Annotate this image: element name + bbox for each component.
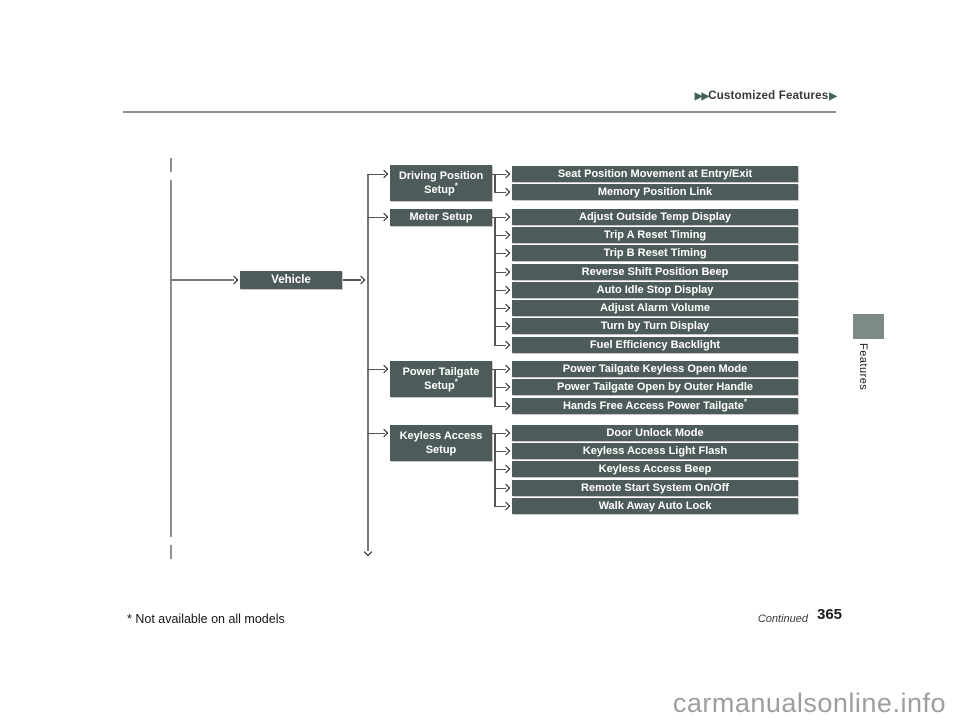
arrow-icon: ▶ — [829, 91, 837, 102]
arrow-right-icon — [501, 382, 511, 392]
connector-line — [494, 325, 506, 327]
menu-item-box: Hands Free Access Power Tailgate* — [512, 398, 798, 414]
section-box-meter-setup: Meter Setup — [390, 209, 492, 226]
menu-item-box: Auto Idle Stop Display — [512, 282, 798, 298]
menu-item-box: Keyless Access Beep — [512, 461, 798, 477]
connector-line — [492, 173, 506, 175]
arrow-right-icon — [501, 187, 511, 197]
arrow-right-icon — [501, 464, 511, 474]
arrow-right-icon — [379, 169, 389, 179]
menu-item-box: Turn by Turn Display — [512, 318, 798, 334]
page-number: 365 — [817, 606, 843, 623]
footnote: * Not available on all models — [127, 612, 285, 626]
menu-item-box: Adjust Outside Temp Display — [512, 209, 798, 225]
connector-line — [367, 173, 385, 175]
connector-line — [170, 279, 234, 281]
menu-item-box: Power Tailgate Open by Outer Handle — [512, 379, 798, 395]
arrow-right-icon — [379, 212, 389, 222]
arrow-right-icon — [356, 275, 366, 285]
connector-line — [367, 432, 385, 434]
menu-item-box: Walk Away Auto Lock — [512, 498, 798, 514]
arrow-right-icon — [501, 501, 511, 511]
connector-line — [492, 432, 506, 434]
connector-line — [494, 217, 496, 345]
connector-line — [494, 252, 506, 254]
arrow-right-icon — [229, 275, 239, 285]
arrow-right-icon — [501, 428, 511, 438]
arrow-right-icon — [501, 321, 511, 331]
connector-line — [492, 216, 506, 218]
menu-item-box: Seat Position Movement at Entry/Exit — [512, 166, 798, 182]
arrow-right-icon — [379, 364, 389, 374]
connector-line — [494, 487, 506, 489]
menu-item-box: Remote Start System On/Off — [512, 480, 798, 496]
connector-line — [494, 450, 506, 452]
arrow-right-icon — [501, 267, 511, 277]
arrow-right-icon — [501, 169, 511, 179]
section-box-driving-position-setup: Driving Position Setup* — [390, 165, 492, 201]
arrow-right-icon — [501, 248, 511, 258]
connector-line — [494, 191, 506, 193]
connector-line — [494, 405, 506, 407]
page-header: ▶▶Customized Features▶ — [694, 90, 837, 102]
arrow-down-icon — [363, 547, 373, 557]
double-arrow-icon: ▶▶ — [694, 91, 709, 102]
arrow-right-icon — [501, 212, 511, 222]
menu-item-box: Power Tailgate Keyless Open Mode — [512, 361, 798, 377]
connector-line — [367, 368, 385, 370]
chapter-tab-label: Features — [857, 343, 869, 391]
connector-line — [494, 234, 506, 236]
connector-line — [494, 174, 496, 193]
connector-line — [170, 180, 172, 537]
menu-item-box: Trip B Reset Timing — [512, 245, 798, 261]
menu-item-box: Keyless Access Light Flash — [512, 443, 798, 459]
arrow-right-icon — [501, 364, 511, 374]
menu-item-box: Memory Position Link — [512, 184, 798, 200]
menu-item-box: Adjust Alarm Volume — [512, 300, 798, 316]
section-box-keyless-access-setup: Keyless Access Setup — [390, 425, 492, 461]
arrow-right-icon — [501, 401, 511, 411]
connector-line — [170, 545, 172, 559]
arrow-right-icon — [501, 285, 511, 295]
connector-line — [494, 271, 506, 273]
arrow-right-icon — [501, 303, 511, 313]
connector-line — [367, 174, 369, 551]
menu-item-box: Trip A Reset Timing — [512, 227, 798, 243]
menu-item-box: Fuel Efficiency Backlight — [512, 337, 798, 353]
connector-line — [170, 158, 172, 172]
arrow-right-icon — [501, 340, 511, 350]
header-title: Customized Features — [708, 90, 829, 102]
arrow-right-icon — [379, 428, 389, 438]
continued-label: Continued — [757, 613, 808, 625]
connector-line — [494, 344, 506, 346]
watermark: carmanualsonline.info — [672, 688, 946, 718]
connector-line — [494, 307, 506, 309]
arrow-right-icon — [501, 483, 511, 493]
vehicle-box: Vehicle — [240, 271, 342, 289]
connector-line — [494, 468, 506, 470]
connector-line — [494, 289, 506, 291]
section-box-power-tailgate-setup: Power Tailgate Setup* — [390, 361, 492, 397]
chapter-tab-marker — [853, 314, 884, 339]
arrow-right-icon — [501, 446, 511, 456]
connector-line — [367, 216, 385, 218]
header-rule — [123, 111, 836, 113]
connector-line — [343, 279, 361, 281]
connector-line — [494, 386, 506, 388]
connector-line — [492, 368, 506, 370]
arrow-right-icon — [501, 230, 511, 240]
menu-item-box: Reverse Shift Position Beep — [512, 264, 798, 280]
menu-item-box: Door Unlock Mode — [512, 425, 798, 441]
connector-line — [494, 505, 506, 507]
